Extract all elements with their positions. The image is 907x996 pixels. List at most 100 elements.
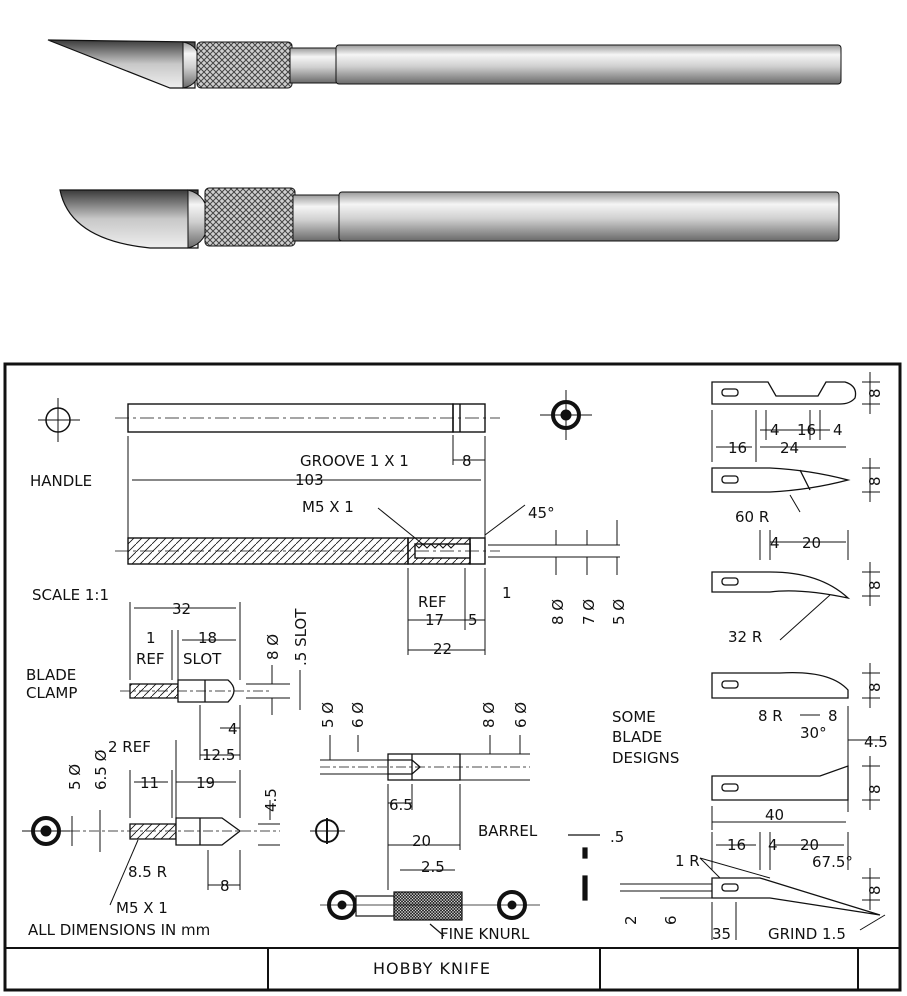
blade-clamp-view (120, 679, 270, 703)
blade-design-2 (711, 467, 851, 493)
dim-groove-8: 8 (462, 452, 472, 470)
dim-chamfer-45: 45° (528, 504, 555, 522)
knife-illustration-curved-blade (59, 187, 840, 249)
blade-dim-32r: 32 R (728, 628, 762, 646)
blade-clamp-label-1: BLADE (26, 666, 76, 684)
dim-barrel-2-5: 2.5 (421, 858, 445, 876)
dim-clamp-4: 4 (228, 720, 238, 738)
handle-section-view (115, 537, 500, 565)
dim-handle-22: 22 (433, 640, 452, 658)
knife-illustration-straight-blade (47, 39, 842, 89)
blade-dim-1r: 1 R (675, 852, 700, 870)
dim-dia-7: 7 Ø (580, 599, 598, 625)
grind-label: GRIND 1.5 (768, 925, 846, 943)
dim-dia-5: 5 Ø (610, 599, 628, 625)
blade-dim-24: 24 (780, 439, 799, 457)
knurl-sleeve (320, 891, 540, 937)
blade-dim-8r: 8 R (758, 707, 783, 725)
blade-dim-4-5: 4.5 (864, 733, 888, 751)
dim-barrel-dia-8: 8 Ø (480, 702, 498, 728)
blade-dim-8g: 8 (866, 885, 884, 895)
dim-clamp-12-5: 12.5 (202, 746, 235, 764)
dim-collet-11: 11 (140, 774, 159, 792)
blade-dim-8d: 8 (866, 682, 884, 692)
collet-dims (71, 740, 280, 906)
ref-label: REF (418, 593, 447, 611)
blade-design-1 (711, 381, 857, 405)
blade-dim-16: 16 (797, 421, 816, 439)
blade-dim-20: 20 (802, 534, 821, 552)
dim-dia-8: 8 Ø (549, 599, 567, 625)
blade-dim-2: 2 (622, 915, 640, 925)
dim-slot-0-5: .5 (610, 828, 624, 846)
barrel-label: BARREL (478, 822, 538, 840)
blade-design-5 (711, 765, 849, 801)
title-block-title: HOBBY KNIFE (373, 959, 491, 978)
blade-dim-8f: 8 (866, 784, 884, 794)
blade-design-3 (711, 571, 851, 600)
blade-design-4 (711, 671, 849, 699)
fine-knurl-label: FINE KNURL (440, 925, 530, 943)
handle-label: HANDLE (30, 472, 92, 490)
dim-barrel-dia-6: 6 Ø (349, 702, 367, 728)
handle-side-view (115, 403, 500, 433)
groove-label: GROOVE 1 X 1 (300, 452, 409, 470)
blade-dim-67-5: 67.5° (812, 853, 853, 871)
blade-dim-4d: 4 (768, 836, 778, 854)
blade-clamp-label-2: CLAMP (26, 684, 77, 702)
blade-design-6 (711, 877, 881, 916)
blade-dim-6: 6 (662, 915, 680, 925)
registration-mark-left (22, 816, 70, 846)
blade-dim-8e: 8 (828, 707, 838, 725)
blade-dim-8a: 8 (866, 388, 884, 398)
barrel-dims (320, 735, 530, 890)
dim-clamp-18: 18 (198, 629, 217, 647)
blade-dim-30: 30° (800, 724, 827, 742)
dim-handle-length: 103 (295, 471, 324, 489)
blade-dim-4c: 4 (770, 534, 780, 552)
designs-label: DESIGNS (612, 749, 679, 767)
drawing-frame (3, 362, 902, 992)
dim-barrel-20: 20 (412, 832, 431, 850)
clamp-slot-dia: .5 SLOT (292, 608, 310, 666)
thread-label: M5 X 1 (302, 498, 354, 516)
dim-clamp-dia-8: 8 Ø (264, 634, 282, 660)
dim-clamp-32: 32 (172, 600, 191, 618)
dim-handle-1: 1 (502, 584, 512, 602)
blade-dim-lines (620, 372, 886, 940)
blade-dim-4b: 4 (833, 421, 843, 439)
blade-dim-8b: 8 (866, 476, 884, 486)
dim-collet-dia-6-5: 6.5 Ø (92, 749, 110, 790)
collet-view (70, 817, 280, 846)
clamp-slot-label: SLOT (183, 650, 222, 668)
collet-ref-2: 2 REF (108, 738, 151, 756)
dim-barrel-dia-6b: 6 Ø (512, 702, 530, 728)
blade-dim-16c: 16 (727, 836, 746, 854)
dim-collet-4-5: 4.5 (262, 788, 280, 812)
dim-collet-dia-5: 5 Ø (66, 764, 84, 790)
dim-handle-17: 17 (425, 611, 444, 629)
registration-mark-top-center (540, 390, 592, 440)
dim-collet-8-5r: 8.5 R (128, 863, 167, 881)
dim-barrel-dia-5: 5 Ø (319, 702, 337, 728)
blade-label: BLADE (612, 728, 662, 746)
blade-dim-8c: 8 (866, 580, 884, 590)
barrel-section (320, 753, 530, 781)
blade-dim-16b: 16 (728, 439, 747, 457)
scale-label: SCALE 1:1 (32, 586, 109, 604)
handle-dimension-lines (127, 435, 620, 655)
some-label: SOME (612, 708, 656, 726)
blade-dim-20b: 20 (800, 836, 819, 854)
blade-dim-60r: 60 R (735, 508, 769, 526)
dim-collet-19: 19 (196, 774, 215, 792)
slot-pin (568, 834, 600, 901)
dim-collet-8: 8 (220, 877, 230, 895)
dim-barrel-6-5: 6.5 (389, 796, 413, 814)
registration-mark-top-left (38, 398, 80, 442)
blade-dim-35: 35 (712, 925, 731, 943)
screw-slot-symbol (310, 818, 345, 844)
blade-clamp-dims (129, 602, 301, 760)
blade-dim-4a: 4 (770, 421, 780, 439)
blade-dim-40: 40 (765, 806, 784, 824)
